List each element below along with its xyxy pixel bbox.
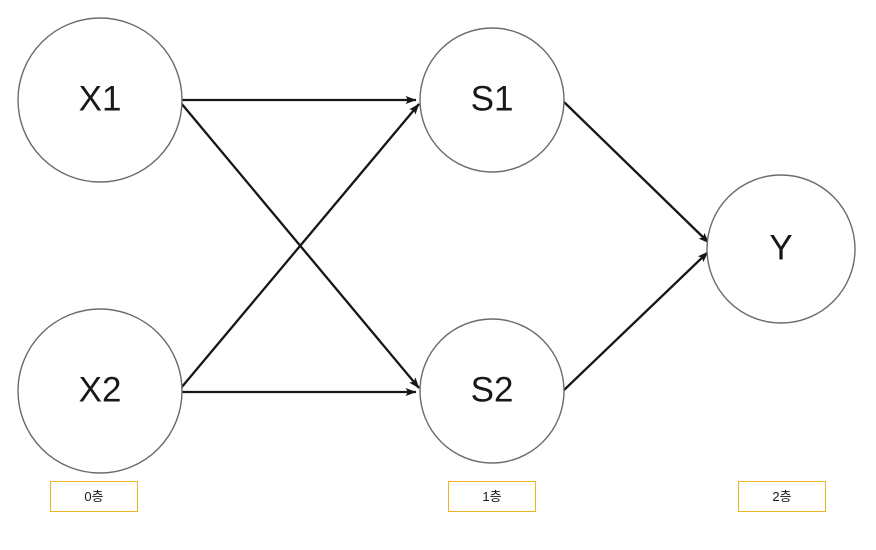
edge-s1-to-y [563, 101, 710, 244]
layer-label-box-2: 2층 [738, 481, 826, 512]
edge-x2-to-s1 [180, 103, 420, 389]
node-y[interactable]: Y [706, 174, 856, 324]
node-label-y: Y [769, 228, 792, 267]
layer-label-text-2: 2층 [772, 489, 792, 504]
node-x1[interactable]: X1 [17, 17, 183, 183]
node-circle-y[interactable] [706, 174, 856, 324]
node-s1[interactable]: S1 [419, 27, 565, 173]
layer-label-box-1: 1층 [448, 481, 536, 512]
node-s2[interactable]: S2 [419, 318, 565, 464]
node-x2[interactable]: X2 [17, 308, 183, 474]
node-circle-x2[interactable] [17, 308, 183, 474]
edge-s2-to-y [562, 251, 709, 392]
node-circle-s2[interactable] [419, 318, 565, 464]
node-label-x1: X1 [79, 79, 122, 118]
layer-label-text-0: 0층 [84, 489, 104, 504]
node-label-x2: X2 [79, 370, 122, 409]
node-label-s1: S1 [471, 79, 514, 118]
node-label-s2: S2 [471, 370, 514, 409]
edge-group [180, 96, 710, 396]
node-circle-s1[interactable] [419, 27, 565, 173]
layer-label-text-1: 1층 [482, 489, 502, 504]
layer-label-box-0: 0층 [50, 481, 138, 512]
node-circle-x1[interactable] [17, 17, 183, 183]
